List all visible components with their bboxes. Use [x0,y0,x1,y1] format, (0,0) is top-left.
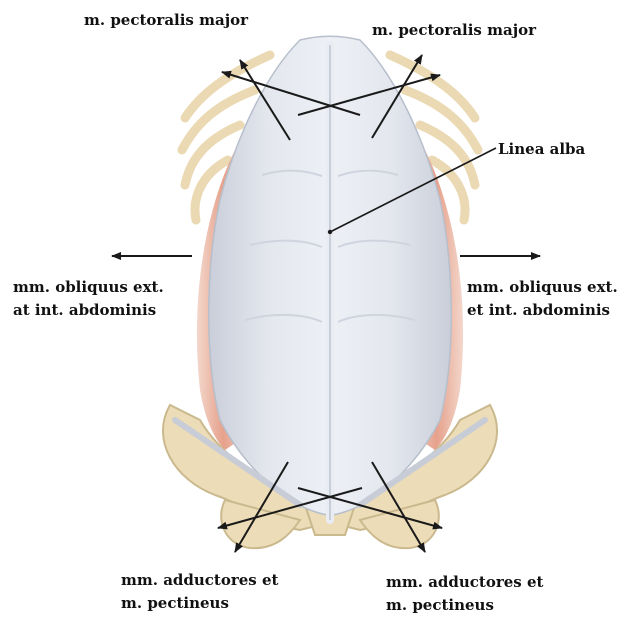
label-pectoralis-major-right: m. pectoralis major [372,19,536,42]
label-obliquus-right-line1: mm. obliquus ext. [467,276,618,299]
pointer-dot-linea-alba [328,230,332,234]
label-adductores-left-line1: mm. adductores et [121,569,278,592]
label-obliquus-right: mm. obliquus ext. et int. abdominis [467,276,618,321]
label-linea-alba: Linea alba [498,138,585,161]
label-adductores-right-line2: m. pectineus [386,594,543,617]
label-obliquus-left: mm. obliquus ext. at int. abdominis [13,276,164,321]
label-adductores-left-line2: m. pectineus [121,592,278,615]
label-adductores-left: mm. adductores et m. pectineus [121,569,278,614]
label-obliquus-right-line2: et int. abdominis [467,299,618,322]
label-obliquus-left-line1: mm. obliquus ext. [13,276,164,299]
label-adductores-right: mm. adductores et m. pectineus [386,571,543,616]
label-adductores-right-line1: mm. adductores et [386,571,543,594]
label-obliquus-left-line2: at int. abdominis [13,299,164,322]
label-pectoralis-major-left: m. pectoralis major [84,9,248,32]
